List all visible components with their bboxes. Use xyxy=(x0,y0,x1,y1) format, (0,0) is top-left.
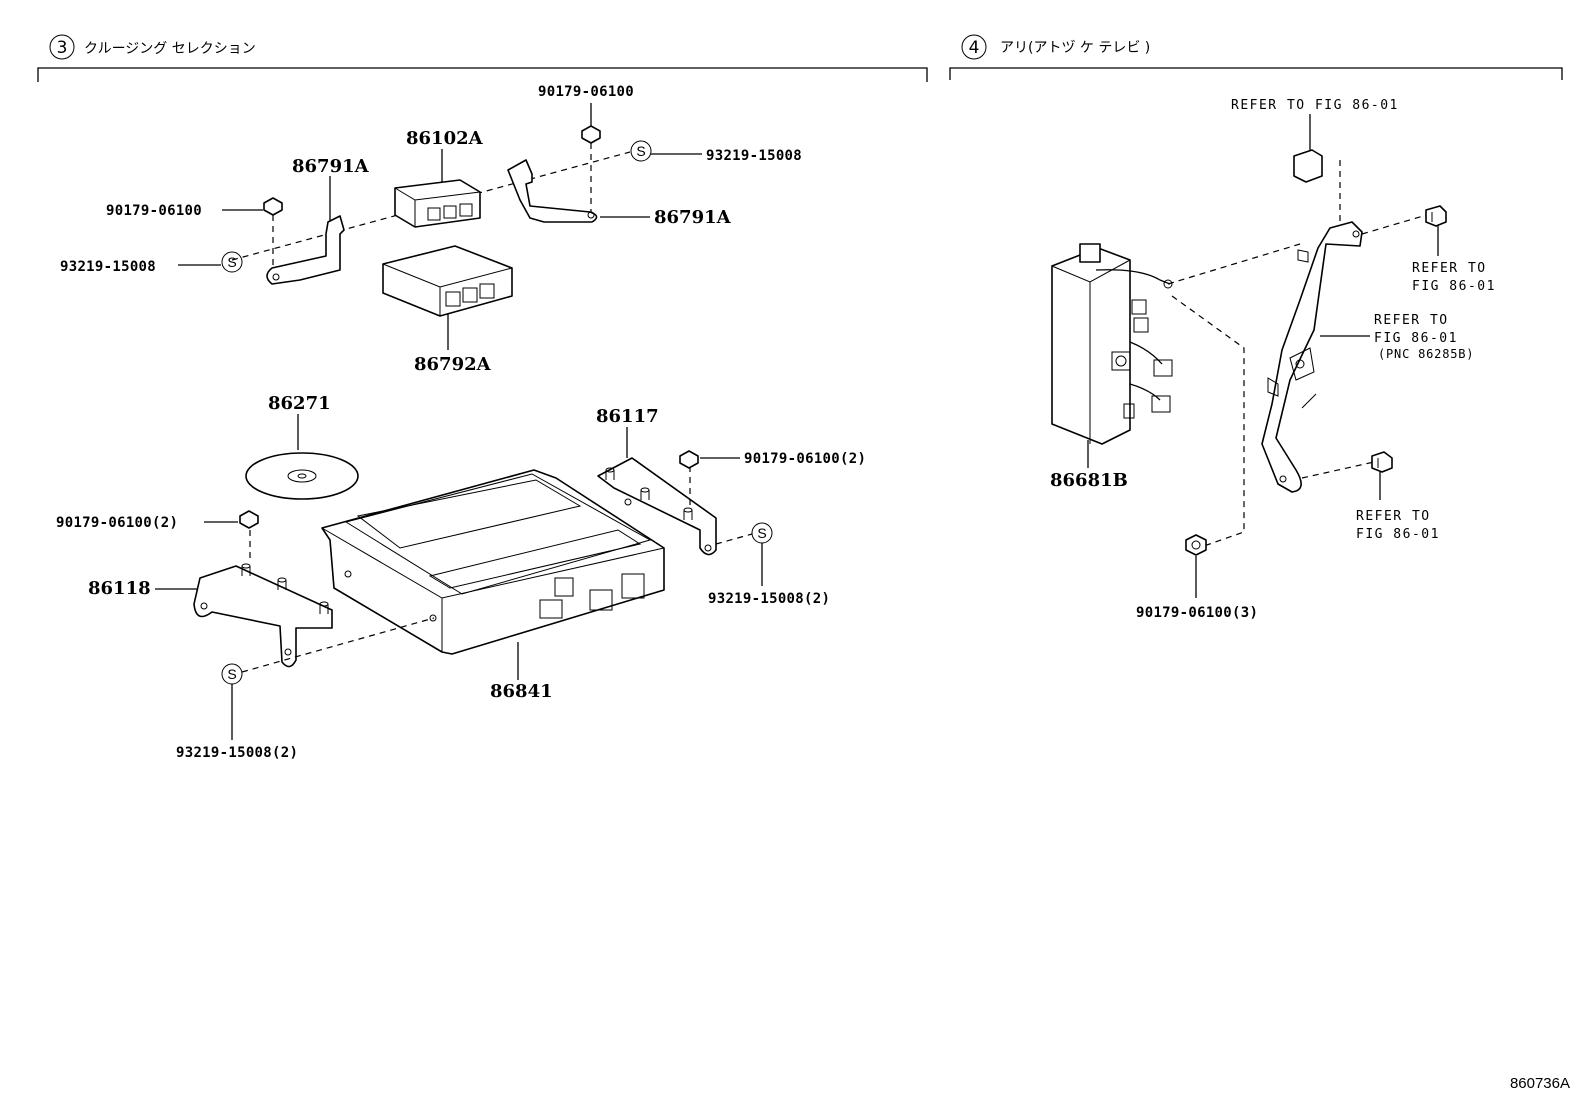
bolt-top: 90179-06100 xyxy=(538,84,634,212)
label-86102a: 86102A xyxy=(406,128,484,149)
s-clip-icon xyxy=(630,140,652,162)
mount-axis-top xyxy=(231,151,631,261)
bolt-refer-a: REFER TO FIG 86-01 xyxy=(1361,205,1496,294)
section-4-header: 4 アリ(アトヅ ケ テレビ ) xyxy=(949,34,1563,80)
section-bracket xyxy=(949,67,1563,80)
module-86102a: 86102A xyxy=(394,128,484,228)
section-number: 4 xyxy=(969,38,980,58)
clip-86117: S 93219-15008(2) xyxy=(708,522,830,607)
bracket-right-86791a: 86791A xyxy=(507,159,732,228)
label-86841: 86841 xyxy=(490,681,553,702)
label-refer-bracket-3: (PNC 86285B) xyxy=(1378,347,1474,361)
disc-86271: 86271 xyxy=(245,393,359,500)
label-bracket-right: 86791A xyxy=(654,207,732,228)
label-86117: 86117 xyxy=(596,406,659,427)
section-bracket xyxy=(37,67,928,82)
section-number-circle xyxy=(49,34,75,60)
label-clip-right: 93219-15008 xyxy=(706,148,802,164)
label-bolt-left: 90179-06100 xyxy=(106,203,202,219)
bracket-86117: 86117 xyxy=(596,406,717,556)
bolt-refer-b: REFER TO FIG 86-01 xyxy=(1301,451,1440,542)
mount-axis-nut xyxy=(1171,295,1245,547)
label-refer-bolt-a-2: FIG 86-01 xyxy=(1412,279,1496,294)
unit-86841: 86841 xyxy=(321,469,665,702)
clip-86118: S 93219-15008(2) xyxy=(176,617,435,761)
section-number: 3 xyxy=(57,38,68,58)
label-nut: 90179-06100(3) xyxy=(1136,605,1258,621)
label-refer-top: REFER TO FIG 86-01 xyxy=(1231,98,1399,113)
svg-text:S: S xyxy=(227,254,236,270)
bolt-86118: 90179-06100(2) xyxy=(56,510,259,560)
label-clip-86118: 93219-15008(2) xyxy=(176,745,298,761)
module-86681b: 86681B xyxy=(1050,243,1173,491)
label-clip-86117: 93219-15008(2) xyxy=(708,591,830,607)
s-clip-icon xyxy=(221,251,243,273)
section-title: クルージング セレクション xyxy=(84,41,256,57)
module-86792a: 86792A xyxy=(382,245,513,375)
section-3-header: 3 クルージング セレクション xyxy=(37,34,928,82)
label-refer-bracket-2: FIG 86-01 xyxy=(1374,331,1458,346)
svg-text:S: S xyxy=(757,525,766,541)
label-clip-left: 93219-15008 xyxy=(60,259,156,275)
label-refer-bolt-b-2: FIG 86-01 xyxy=(1356,527,1440,542)
label-refer-bracket-1: REFER TO xyxy=(1374,313,1449,328)
mount-axis-module xyxy=(1167,243,1301,285)
label-86792a: 86792A xyxy=(414,354,492,375)
bracket-right: REFER TO FIG 86-01 (PNC 86285B) xyxy=(1261,221,1474,493)
label-86271: 86271 xyxy=(268,393,331,414)
label-bracket-left: 86791A xyxy=(292,156,370,177)
clip-right: S 93219-15008 xyxy=(630,140,802,164)
section-title: アリ(アトヅ ケ テレビ ) xyxy=(1000,40,1150,56)
label-bolt-86118: 90179-06100(2) xyxy=(56,515,178,531)
svg-text:S: S xyxy=(227,666,236,682)
label-86681b: 86681B xyxy=(1050,470,1128,491)
label-refer-bolt-a-1: REFER TO xyxy=(1412,261,1487,276)
refer-top-clip: REFER TO FIG 86-01 xyxy=(1231,98,1399,240)
label-bolt-86117: 90179-06100(2) xyxy=(744,451,866,467)
nut-bottom: 90179-06100(3) xyxy=(1136,534,1258,621)
label-refer-bolt-b-1: REFER TO xyxy=(1356,509,1431,524)
label-86118: 86118 xyxy=(88,578,151,599)
section-number-circle xyxy=(961,34,987,60)
figure-id: 860736A xyxy=(1510,1075,1570,1092)
bolt-86117: 90179-06100(2) xyxy=(679,450,866,469)
svg-text:S: S xyxy=(636,143,645,159)
bolt-left: 90179-06100 xyxy=(106,197,283,265)
bracket-left-86791a: 86791A xyxy=(266,156,370,285)
label-bolt-top: 90179-06100 xyxy=(538,84,634,100)
clip-left: 93219-15008 S xyxy=(60,251,243,275)
bracket-86118: 86118 xyxy=(88,563,333,668)
